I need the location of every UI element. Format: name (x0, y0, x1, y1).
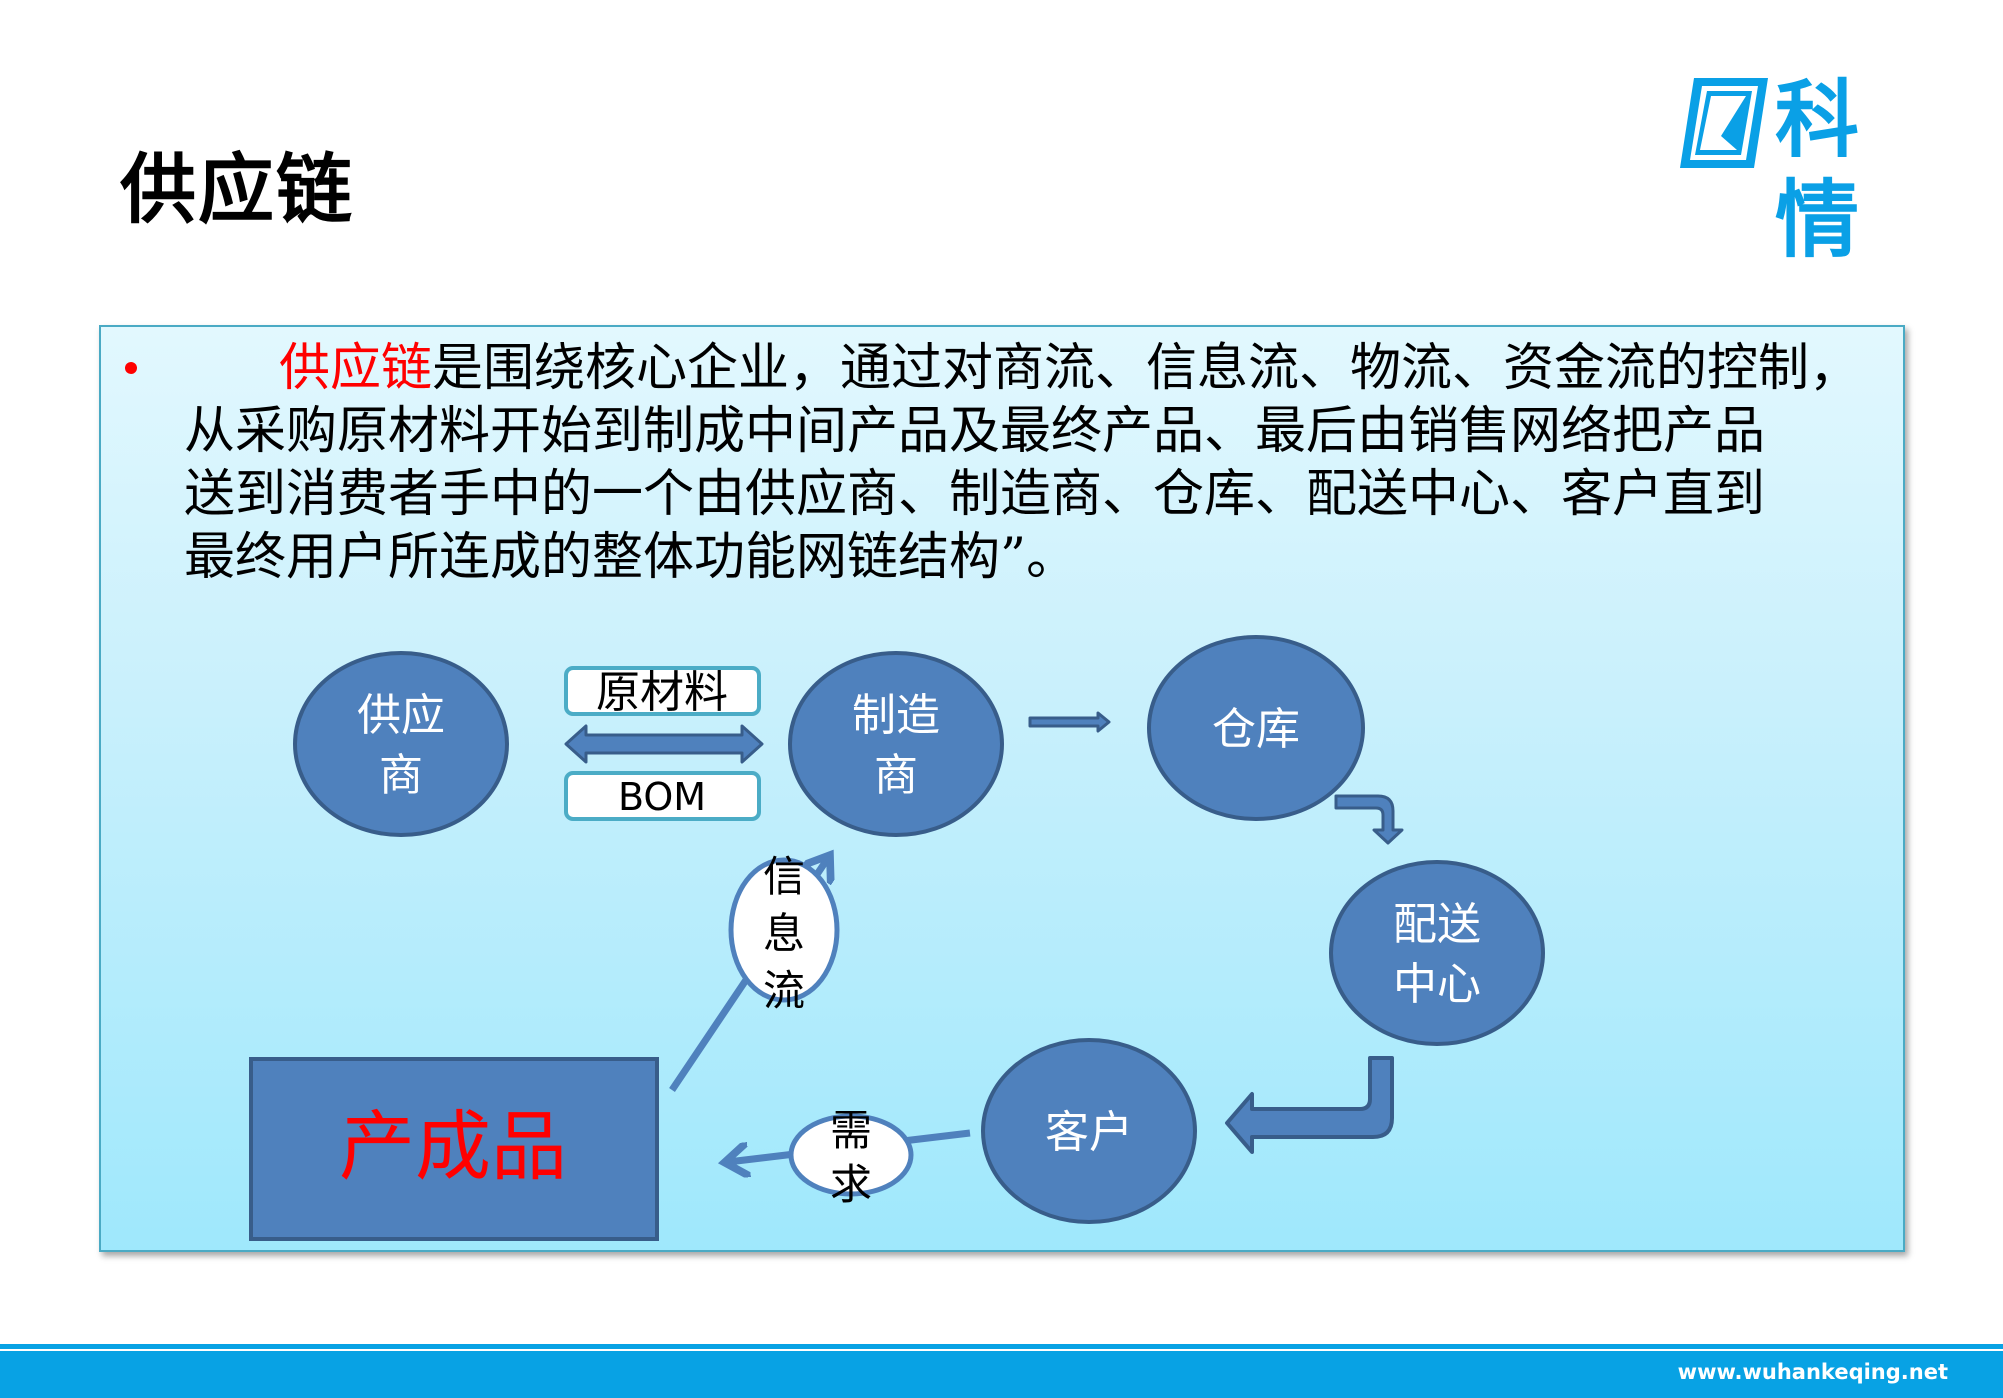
text-line-4: 最终用户所连成的整体功能网链结构”。 (184, 528, 1078, 587)
definition-text: 供应链是围绕核心企业，通过对商流、信息流、物流、资金流的控制， 从采购原材料开始… (184, 337, 1904, 589)
customer-label: 客户 (1045, 1107, 1133, 1158)
info-flow-bubble: 信 息 流 (728, 852, 840, 1015)
demand-bubble: 需 求 (788, 1106, 914, 1209)
company-logo: 科情 (1680, 71, 1942, 269)
warehouse-label: 仓库 (1212, 704, 1300, 755)
keqing-logo-icon (1680, 78, 1768, 168)
supplier-label-1: 供应 (357, 690, 445, 741)
demand-label-1: 需 (830, 1106, 872, 1155)
info-flow-label-2: 息 (763, 909, 805, 958)
bent-down-arrow-icon (1334, 794, 1404, 845)
manufacturer-label-2: 商 (874, 750, 918, 801)
bent-left-arrow-icon (1225, 1056, 1394, 1154)
text-line-1: 供应链是围绕核心企业，通过对商流、信息流、物流、资金流的控制， (184, 337, 1904, 400)
bullet-icon (125, 362, 137, 374)
footer-band: www.wuhankeqing.net (0, 1344, 2003, 1398)
highlight-term: 供应链 (279, 339, 433, 398)
footer-divider (0, 1349, 2003, 1351)
logo-text: 科情 (1775, 71, 1862, 269)
node-supplier: 供应 商 (293, 651, 509, 837)
info-flow-label-1: 信 (763, 852, 805, 901)
node-distribution-center: 配送 中心 (1329, 860, 1545, 1046)
text-line-3: 送到消费者手中的一个由供应商、制造商、仓库、配送中心、客户直到 (184, 465, 1766, 524)
right-arrow-icon (1028, 711, 1111, 733)
double-arrow-icon (564, 724, 764, 764)
node-customer: 客户 (981, 1038, 1197, 1224)
text-line-1-rest: 是围绕核心企业，通过对商流、信息流、物流、资金流的控制， (432, 339, 1861, 398)
footer-url[interactable]: www.wuhankeqing.net (1677, 1360, 1948, 1384)
demand-label-2: 求 (830, 1160, 872, 1209)
slide-title: 供应链 (120, 145, 354, 234)
distribution-label-1: 配送 (1393, 899, 1481, 950)
manufacturer-label-1: 制造 (852, 690, 940, 741)
node-finished-product: 产成品 (249, 1057, 659, 1241)
node-warehouse: 仓库 (1147, 635, 1365, 821)
node-manufacturer: 制造 商 (788, 651, 1004, 837)
info-flow-label-3: 流 (763, 966, 805, 1015)
raw-material-label: 原材料 (596, 667, 728, 718)
raw-material-label-box: 原材料 (564, 666, 761, 718)
text-line-2: 从采购原材料开始到制成中间产品及最终产品、最后由销售网络把产品 (184, 402, 1766, 461)
bom-label: BOM (618, 775, 706, 819)
bom-label-box: BOM (564, 771, 761, 821)
distribution-label-2: 中心 (1393, 959, 1481, 1010)
supplier-label-2: 商 (379, 750, 423, 801)
finished-product-label: 产成品 (339, 1102, 567, 1191)
